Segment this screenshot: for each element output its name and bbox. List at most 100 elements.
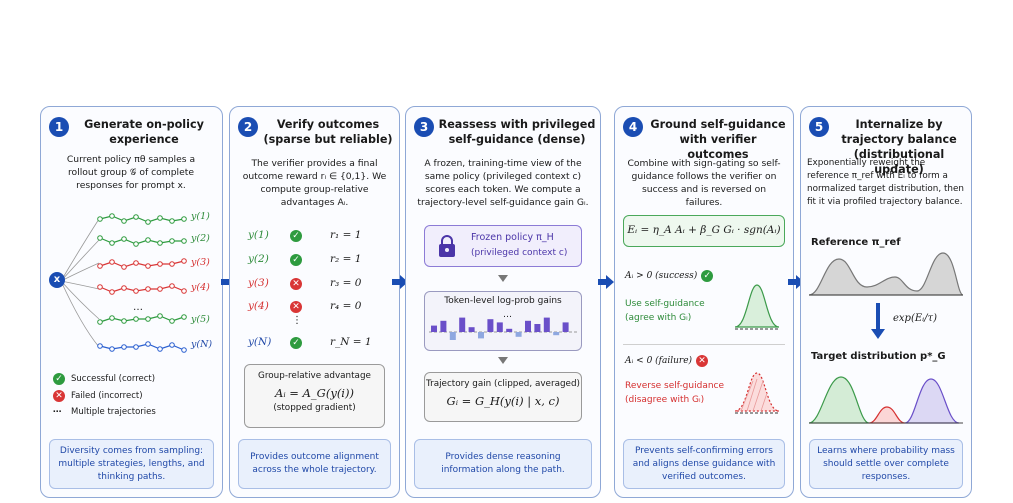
traj-gain-formula: Gᵢ = G_H(y(i) | x, c) — [446, 394, 560, 408]
combined-formula: Eᵢ = η_A Aᵢ + β_G Gᵢ · sgn(Aᵢ) — [627, 224, 781, 236]
token-gain-bar — [431, 325, 437, 332]
cross-icon: ✕ — [696, 355, 709, 367]
target-distribution — [808, 376, 963, 424]
verify-row: y(2) ✓ r₂ = 1 — [248, 253, 362, 266]
token-gain-bar — [553, 332, 560, 336]
panel-verify: 2 Verify outcomes (sparse but reliable) … — [229, 106, 400, 498]
panel5-footer: Learns where probability mass should set… — [809, 439, 963, 489]
trajectories — [97, 213, 187, 353]
token-gain-bar — [534, 324, 541, 332]
traj-label-4: y(4) — [191, 282, 210, 293]
check-icon: ✓ — [290, 230, 302, 242]
arrow-right-icon — [392, 275, 408, 289]
failure-case: Aᵢ < 0 (failure) ✕ — [625, 355, 714, 367]
step-number-1: 1 — [49, 117, 69, 137]
check-icon: ✓ — [53, 373, 65, 385]
step-number-4: 4 — [623, 117, 643, 137]
step-number-2: 2 — [238, 117, 258, 137]
reference-distribution — [808, 252, 964, 296]
traj-ellipsis: … — [133, 302, 143, 313]
panel-reassess: 3 Reassess with privileged self-guidance… — [405, 106, 601, 498]
failure-sub: (disagree with Gᵢ) — [625, 395, 705, 405]
traj-label-2: y(2) — [191, 233, 210, 244]
success-case: Aᵢ > 0 (success) ✓ — [625, 270, 719, 282]
advantage-note: (stopped gradient) — [273, 403, 356, 413]
trajectory-gain-box: Trajectory gain (clipped, averaged) Gᵢ =… — [424, 372, 582, 422]
check-icon: ✓ — [701, 270, 714, 282]
legend-failed: ✕ Failed (incorrect) — [53, 390, 143, 402]
success-curve — [734, 284, 780, 330]
target-label: Target distribution p*_G — [811, 351, 946, 362]
token-gain-bar — [487, 319, 494, 332]
panel4-desc: Combine with sign-gating so self-guidanc… — [627, 158, 781, 208]
frozen-policy-title: Frozen policy π_H — [471, 232, 554, 243]
token-gain-bar — [468, 327, 475, 332]
failure-action: Reverse self-guidance — [625, 381, 725, 391]
panel3-desc: A frozen, training-time view of the same… — [417, 158, 589, 208]
verify-row: y(3) ✕ r₃ = 0 — [248, 277, 362, 290]
token-gain-bar — [506, 328, 513, 332]
down-arrow-icon — [871, 303, 885, 339]
token-gain-bar — [449, 332, 456, 340]
token-gain-bar — [562, 322, 569, 332]
advantage-box: Group-relative advantage Aᵢ = A_G(y(i)) … — [244, 364, 385, 428]
panel2-title: Verify outcomes (sparse but reliable) — [263, 118, 393, 146]
token-gain-bar — [440, 320, 447, 332]
cross-icon: ✕ — [290, 301, 302, 313]
token-gains-title: Token-level log-prob gains — [444, 296, 562, 306]
legend-success: ✓ Successful (correct) — [53, 373, 155, 385]
token-gains-box: Token-level log-prob gains … — [424, 291, 582, 351]
panel2-desc: The verifier provides a final outcome re… — [242, 158, 387, 208]
exp-transform: exp(Eᵢ/τ) — [893, 313, 937, 324]
panel4-footer: Prevents self-confirming errors and alig… — [623, 439, 785, 489]
token-ellipsis: … — [503, 310, 512, 320]
verify-row: y(1) ✓ r₁ = 1 — [248, 229, 362, 242]
check-icon: ✓ — [290, 254, 302, 266]
traj-label-5: y(5) — [191, 314, 210, 325]
check-icon: ✓ — [290, 337, 302, 349]
panel1-desc: Current policy πθ samples a rollout grou… — [66, 154, 196, 191]
panel5-desc: Exponentially reweight the reference π_r… — [807, 158, 964, 207]
verify-ellipsis: ⋮ — [292, 315, 302, 326]
step-number-5: 5 — [809, 117, 829, 137]
panel3-footer: Provides dense reasoning information alo… — [414, 439, 592, 489]
token-gain-bars — [429, 317, 579, 340]
traj-label-n: y(N) — [191, 339, 213, 350]
panel1-footer: Diversity comes from sampling: multiple … — [49, 439, 214, 489]
success-action: Use self-guidance — [625, 299, 705, 309]
cross-icon: ✕ — [53, 390, 65, 402]
legend-multiple: ⋯ Multiple trajectories — [53, 407, 156, 417]
dots-icon: ⋯ — [53, 407, 62, 417]
arrow-right-icon — [598, 275, 614, 289]
failure-curve — [734, 372, 780, 414]
advantage-formula: Aᵢ = A_G(y(i)) — [275, 386, 354, 400]
panel3-title: Reassess with privileged self-guidance (… — [438, 118, 596, 146]
down-arrow-icon — [498, 357, 508, 364]
token-gain-bar — [478, 332, 484, 339]
token-gain-bar — [496, 322, 503, 332]
panel-internalize: 5 Internalize by trajectory balance (dis… — [800, 106, 972, 498]
panel4-title: Ground self-guidance with verifier outco… — [650, 118, 786, 161]
traj-label-1: y(1) — [191, 211, 210, 222]
case-divider — [623, 344, 785, 345]
verify-row: y(4) ✕ r₄ = 0 — [248, 300, 362, 313]
traj-gain-title: Trajectory gain (clipped, averaged) — [426, 379, 580, 389]
success-sub: (agree with Gᵢ) — [625, 313, 692, 323]
panel1-title: Generate on-policy experience — [84, 118, 204, 146]
token-gain-bar — [515, 332, 522, 337]
combined-formula-box: Eᵢ = η_A Aᵢ + β_G Gᵢ · sgn(Aᵢ) — [623, 215, 785, 247]
reference-label: Reference π_ref — [811, 237, 901, 248]
traj-label-3: y(3) — [191, 257, 210, 268]
frozen-policy-sub: (privileged context c) — [471, 248, 568, 258]
down-arrow-icon — [498, 275, 508, 282]
advantage-title: Group-relative advantage — [258, 371, 371, 381]
token-gain-bar — [525, 320, 531, 332]
panel2-footer: Provides outcome alignment across the wh… — [238, 439, 391, 489]
frozen-policy-box: Frozen policy π_H (privileged context c) — [424, 225, 582, 267]
panel-generate: 1 Generate on-policy experience Current … — [40, 106, 223, 498]
panel5-title: Internalize by trajectory balance (distr… — [841, 118, 957, 176]
cross-icon: ✕ — [290, 278, 302, 290]
verify-row: y(N) ✓ r_N = 1 — [248, 336, 372, 349]
input-node-x: x — [49, 272, 65, 288]
lock-icon — [439, 235, 455, 257]
